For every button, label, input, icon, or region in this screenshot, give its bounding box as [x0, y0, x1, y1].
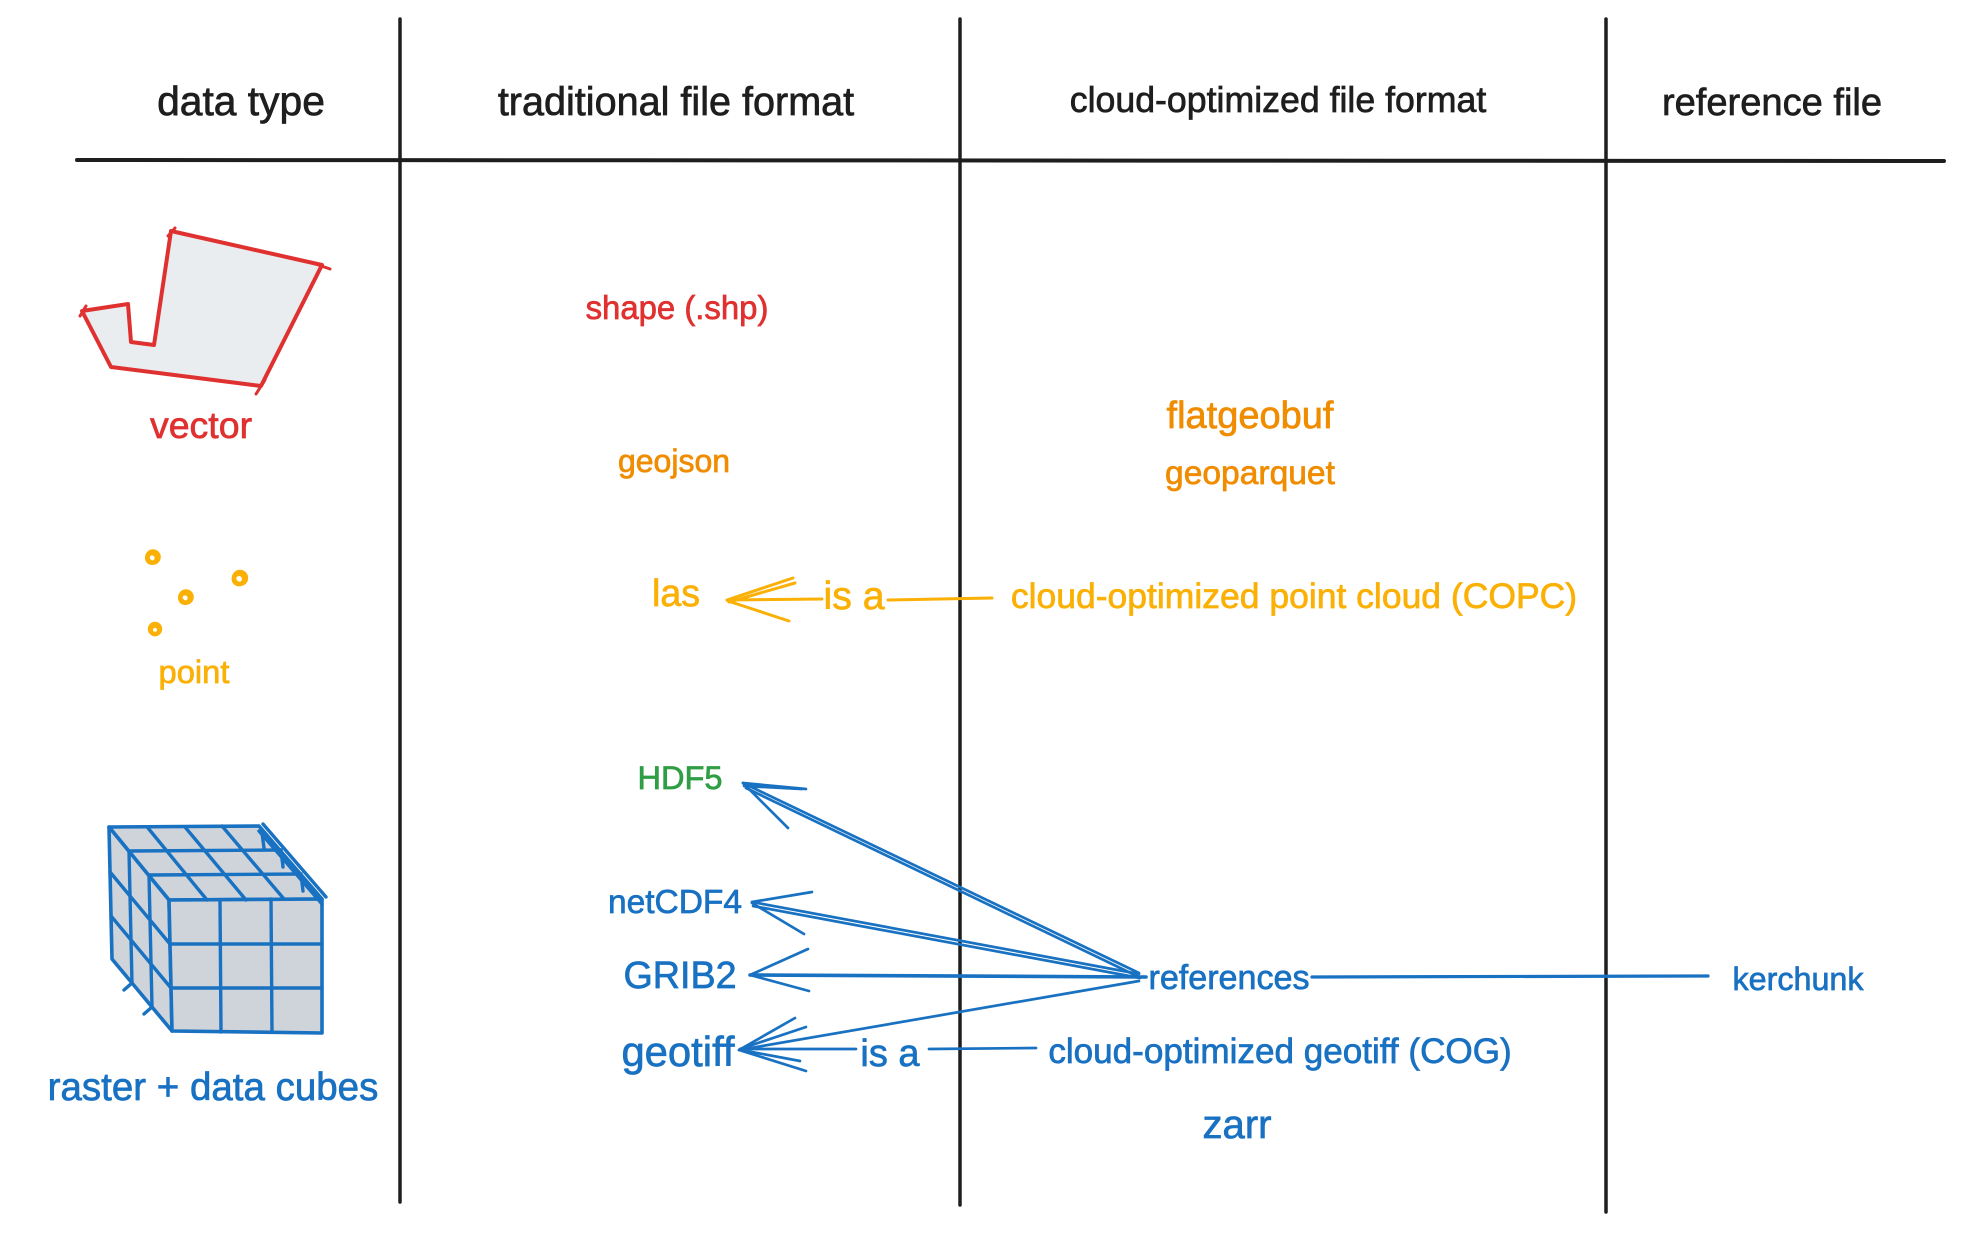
svg-text:is a: is a: [860, 1033, 920, 1075]
svg-text:flatgeobuf: flatgeobuf: [1167, 395, 1334, 437]
svg-text:vector: vector: [150, 404, 252, 446]
svg-text:HDF5: HDF5: [637, 759, 722, 796]
svg-text:GRIB2: GRIB2: [623, 954, 736, 996]
svg-text:geoparquet: geoparquet: [1165, 455, 1336, 492]
svg-text:cloud-optimized geotiff (COG): cloud-optimized geotiff (COG): [1048, 1032, 1511, 1071]
svg-text:traditional file format: traditional file format: [498, 80, 854, 124]
svg-text:cloud-optimized file format: cloud-optimized file format: [1070, 80, 1487, 120]
svg-text:data type: data type: [157, 78, 325, 124]
svg-text:geojson: geojson: [618, 443, 730, 479]
svg-text:is a: is a: [824, 575, 885, 618]
svg-text:references: references: [1148, 959, 1309, 997]
svg-text:cloud-optimized point cloud (C: cloud-optimized point cloud (COPC): [1011, 576, 1577, 616]
svg-text:shape (.shp): shape (.shp): [586, 289, 769, 326]
svg-text:las: las: [652, 572, 700, 614]
svg-text:raster + data cubes: raster + data cubes: [48, 1066, 379, 1109]
svg-text:netCDF4: netCDF4: [608, 884, 742, 921]
svg-text:geotiff: geotiff: [621, 1028, 734, 1075]
svg-text:kerchunk: kerchunk: [1732, 961, 1864, 997]
svg-text:point: point: [159, 653, 230, 690]
svg-text:reference file: reference file: [1662, 82, 1882, 124]
svg-text:zarr: zarr: [1202, 1103, 1271, 1147]
